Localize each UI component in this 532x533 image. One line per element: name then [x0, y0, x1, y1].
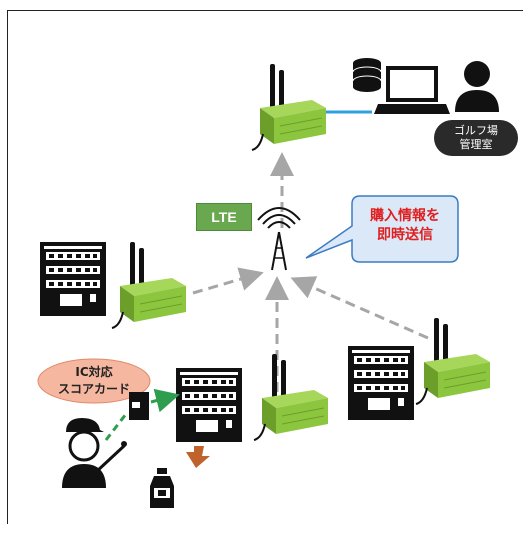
manager-room-label: ゴルフ場 管理室: [434, 124, 518, 152]
info-bubble-line1: 購入情報を: [370, 208, 440, 224]
person-icon: [455, 61, 499, 112]
manager-room-line2: 管理室: [459, 138, 493, 151]
bottle-icon: [150, 468, 174, 508]
golfer-to-card-line: [104, 413, 128, 441]
vending-machine-icon: [40, 242, 106, 316]
info-speech-bubble: [305, 195, 459, 263]
arrow-left-to-antenna: [192, 267, 264, 295]
product-drop-arrow: [186, 446, 210, 468]
arrow-right-to-antenna: [290, 276, 429, 340]
laptop-icon: [374, 66, 450, 114]
ic-card-line1: IC対応: [75, 365, 113, 379]
router-icon: [251, 63, 327, 151]
card-to-vending-arrow: [150, 388, 180, 413]
router-icon: [111, 241, 187, 329]
antenna-icon: [257, 207, 301, 271]
manager-room-label-bg: [434, 120, 518, 156]
router-icon: [253, 353, 329, 441]
manager-room-line1: ゴルフ場: [454, 124, 498, 137]
lte-badge: LTE: [196, 203, 252, 231]
router-icon: [415, 317, 491, 405]
golfer-icon: [62, 418, 127, 488]
ic-card-bubble: [37, 358, 151, 404]
info-bubble-text: 購入情報を 即時送信: [354, 207, 456, 245]
vending-machine-icon: [348, 346, 414, 420]
diagram-frame: [7, 10, 523, 524]
ic-card-icon: [129, 392, 149, 420]
ic-card-line2: スコアカード: [57, 382, 130, 396]
vending-machine-icon: [176, 368, 242, 442]
info-bubble-line2: 即時送信: [377, 227, 433, 243]
ic-card-label: IC対応 スコアカード: [38, 364, 150, 398]
database-icon: [352, 58, 382, 92]
